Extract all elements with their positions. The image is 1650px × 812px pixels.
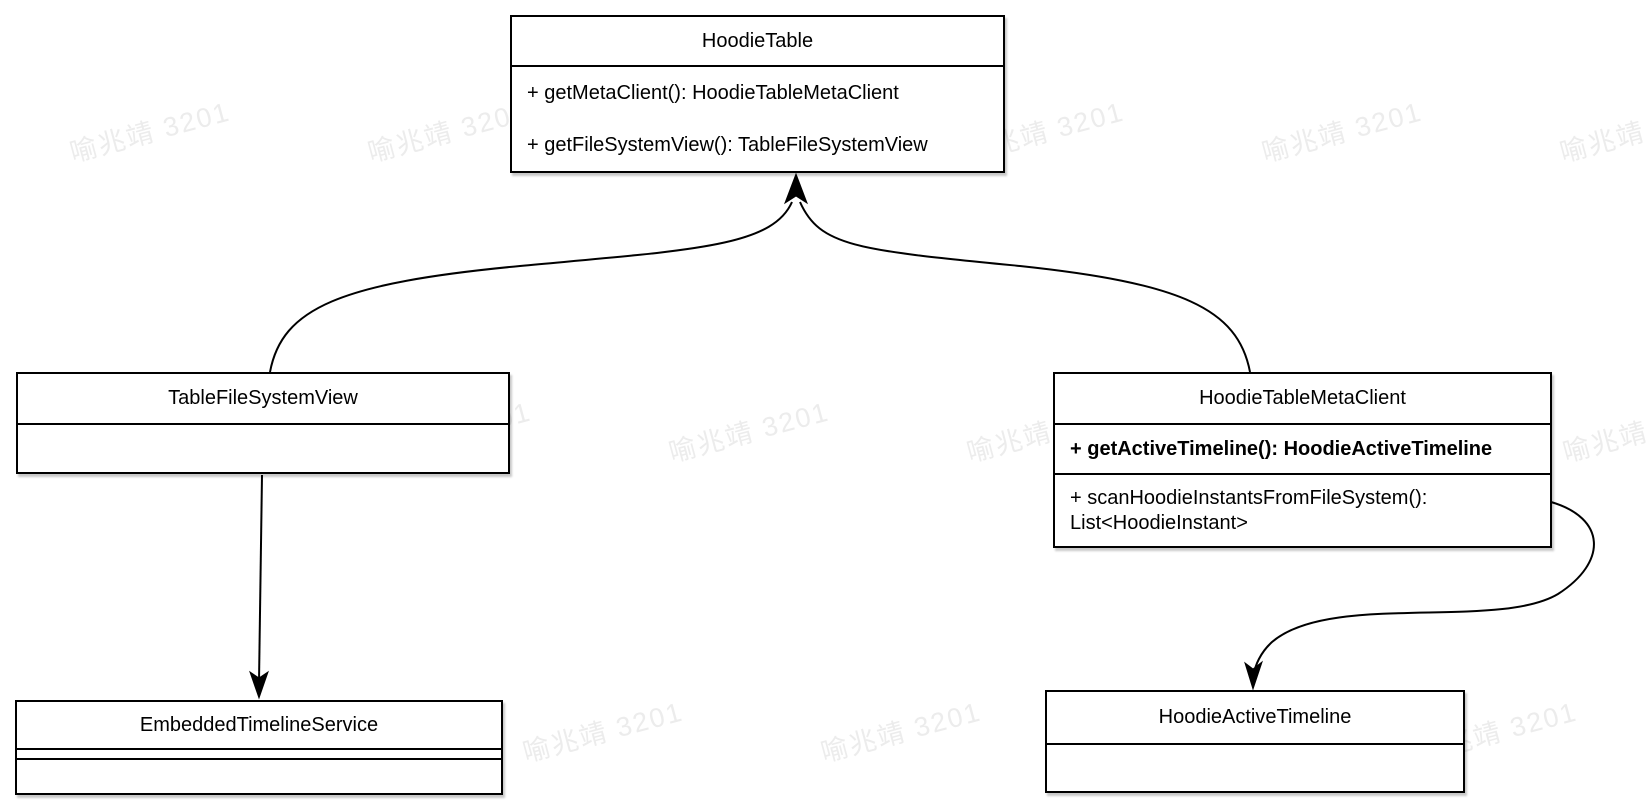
arrowhead-down-embeddedtimelineservice xyxy=(249,670,269,700)
class-title-hoodietable: HoodieTable xyxy=(701,29,814,52)
connector-hoodietablemetaclient-to-hoodieactivetimeline xyxy=(1253,501,1595,675)
class-methods-hoodietablemetaclient-2: + scanHoodieInstantsFromFileSystem(): Li… xyxy=(1055,473,1550,546)
class-box-hoodietablemetaclient: HoodieTableMetaClient + getActiveTimelin… xyxy=(1053,372,1552,548)
class-methods-hoodietablemetaclient-1: + getActiveTimeline(): HoodieActiveTimel… xyxy=(1055,423,1550,473)
class-title-embeddedtimelineservice: EmbeddedTimelineService xyxy=(139,713,379,736)
class-box-tablefilesystemview: TableFileSystemView xyxy=(16,372,510,474)
connector-tablefilesystemview-to-embeddedtimelineservice xyxy=(258,474,263,683)
class-box-hoodieactivetimeline: HoodieActiveTimeline xyxy=(1045,690,1465,793)
method-getactivetimeline: + getActiveTimeline(): HoodieActiveTimel… xyxy=(1070,437,1493,460)
method-getfilesystemview: + getFileSystemView(): TableFileSystemVi… xyxy=(527,133,928,156)
class-title-hoodieactivetimeline: HoodieActiveTimeline xyxy=(1158,706,1352,728)
connector-tablefilesystemview-to-hoodietable xyxy=(269,201,793,373)
connector-hoodietablemetaclient-to-hoodietable xyxy=(799,201,1251,373)
class-box-embeddedtimelineservice: EmbeddedTimelineService xyxy=(15,700,503,795)
method-scanhoodieinstantsfromfilesystem: + scanHoodieInstantsFromFileSystem(): Li… xyxy=(1070,486,1428,534)
method-getmetaclient: + getMetaClient(): HoodieTableMetaClient xyxy=(527,81,899,104)
arrowhead-down-hoodieactivetimeline xyxy=(1244,660,1263,691)
class-title-tablefilesystemview: TableFileSystemView xyxy=(168,387,358,409)
class-empty-attributes xyxy=(17,748,501,758)
class-empty-section xyxy=(1047,743,1463,791)
class-empty-section xyxy=(17,758,501,793)
class-title-hoodietablemetaclient: HoodieTableMetaClient xyxy=(1199,387,1406,409)
class-box-hoodietable: HoodieTable + getMetaClient(): HoodieTab… xyxy=(510,15,1005,173)
arrowhead-up-hoodietable xyxy=(783,172,809,205)
class-empty-section xyxy=(18,423,508,472)
class-methods-hoodietable: + getMetaClient(): HoodieTableMetaClient… xyxy=(512,65,1003,171)
